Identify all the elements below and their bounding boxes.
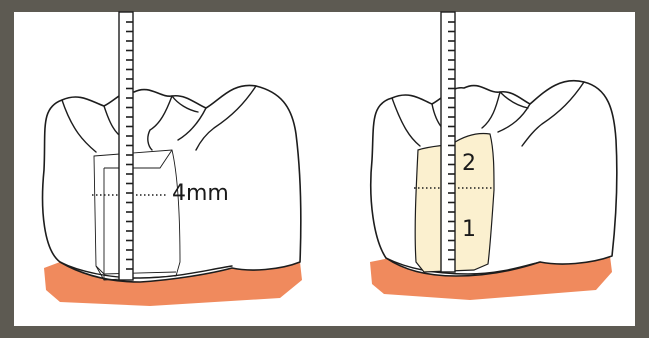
right-lower-zone-label: 1 xyxy=(462,217,476,242)
right-upper-zone-label: 2 xyxy=(462,151,476,176)
left-measurement-label: 4mm xyxy=(172,181,229,206)
left-probe xyxy=(119,12,133,280)
right-probe xyxy=(441,12,455,272)
